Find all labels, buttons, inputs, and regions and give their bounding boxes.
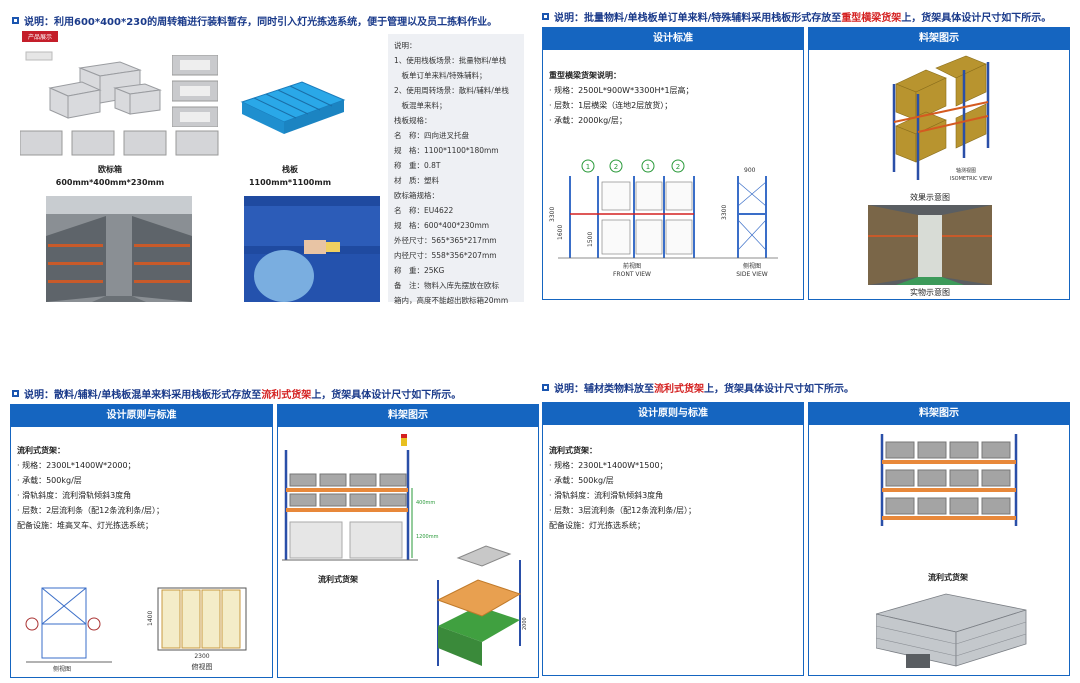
spec-line: · 层数：3层流利条（配12条流利条/层）； xyxy=(549,506,697,515)
dim-label: 1200mm xyxy=(416,534,439,540)
iso-label: 轴测视图 xyxy=(956,167,976,174)
q4-title: 说明：辅材类物料放至流利式货架上，货架具体设计尺寸如下所示。 xyxy=(542,380,854,395)
dim-label: 400mm xyxy=(416,500,435,506)
q1-title: 说明：利用600*400*230的周转箱进行装料暂存，同时引入灯光拣选系统，便于… xyxy=(12,13,497,28)
dim-label: 3300 xyxy=(721,205,728,220)
side-view-label: 侧视图 xyxy=(53,665,71,673)
spec-line: 箱内，高度不能超出欧标箱20mm xyxy=(394,296,509,305)
spec-line: 称 重：0.8T xyxy=(394,161,441,170)
real-caption: 实物示意图 xyxy=(910,288,950,297)
dim-label: 1400 xyxy=(147,611,154,626)
side-view-label: 侧视图 xyxy=(743,262,761,270)
spec-line: · 滑轨斜度：流利滑轨倾斜3度角 xyxy=(549,491,664,500)
spec-equip: 配备设施：堆高叉车、灯光拣选系统； xyxy=(17,521,153,530)
spec-line: 说明： xyxy=(394,41,417,50)
spec-title: 流利式货架： xyxy=(549,446,597,455)
q3-left-header: 设计原则与标准 xyxy=(11,405,272,427)
dim-label: 1600 xyxy=(557,225,564,240)
q2-title: 说明：批量物料/单栈板单订单来料/特殊辅料采用栈板形式存放至重型横梁货架上，货架… xyxy=(542,9,1051,24)
flow-rack-3-tier: 流利式货架 xyxy=(876,434,1027,668)
spec-line: 板混单来料； xyxy=(394,101,447,110)
flow-rack-drawings: 侧视图 1400 2300 俯视图 xyxy=(25,587,247,673)
q4-right-header: 料架图示 xyxy=(809,403,1069,425)
q3-right-header: 料架图示 xyxy=(278,405,538,427)
column-mark: 2 xyxy=(614,163,618,171)
spec-title: 重型横梁货架说明： xyxy=(549,71,621,80)
spec-line: 栈板规格： xyxy=(394,116,432,125)
spec-line: · 规格：2300L*1400W*2000； xyxy=(17,461,136,470)
spec-line: · 规格：2500L*900W*3300H*1层高； xyxy=(549,86,694,95)
heavy-rack-photo xyxy=(868,205,992,285)
box-size: 600mm*400mm*230mm xyxy=(55,178,165,187)
spec-line: 名 称：EU4622 xyxy=(394,206,454,215)
spec-line: 材 质：塑料 xyxy=(394,176,439,185)
spec-line: 外径尺寸：565*365*217mm xyxy=(394,236,497,245)
spec-line: 规 格：1100*1100*180mm xyxy=(394,146,499,155)
front-view-label: 前视图 xyxy=(623,262,641,270)
warehouse-photo xyxy=(46,196,192,302)
pallet-box-spec: 说明： 1、使用栈板场景：批量物料/单栈 板单订单来料/特殊辅料； 2、使用周转… xyxy=(388,34,524,305)
bullet-icon xyxy=(12,390,19,397)
column-mark: 2 xyxy=(676,163,680,171)
spec-line: · 承载：500kg/层 xyxy=(17,476,82,485)
bullet-icon xyxy=(542,13,549,20)
box-caption: 欧标箱 xyxy=(98,165,122,174)
q4-standard-card: 设计原则与标准 流利式货架： · 规格：2300L*1400W*1500； · … xyxy=(542,402,804,676)
spec-title: 流利式货架： xyxy=(17,446,65,455)
bullet-icon xyxy=(12,17,19,24)
heavy-rack-isometric: 轴测视图 ISOMETRIC VIEW xyxy=(892,55,992,182)
spec-line: 2、使用周转场景：散料/辅料/单栈 xyxy=(394,86,509,95)
q2-left-header: 设计标准 xyxy=(543,28,803,50)
flow-rack-caption: 流利式货架 xyxy=(318,574,358,584)
spec-line: 内径尺寸：558*356*207mm xyxy=(394,251,497,260)
spec-line: · 滑轨斜度：流利滑轨倾斜3度角 xyxy=(17,491,132,500)
spec-line: 备 注：物料入库先摆放在欧标 xyxy=(394,281,499,290)
box-detail-images xyxy=(172,55,218,127)
spec-line: · 层数：2层流利条（配12条流利条/层）； xyxy=(17,506,165,515)
q4-left-header: 设计原则与标准 xyxy=(543,403,803,425)
column-mark: 1 xyxy=(646,163,650,171)
spec-line: 名 称：四向进叉托盘 xyxy=(394,131,469,140)
box-thumbnails xyxy=(20,130,219,156)
spec-line: · 承载：500kg/层 xyxy=(549,476,614,485)
dim-label: 2000 xyxy=(522,617,528,630)
q2-spec: 重型横梁货架说明： · 规格：2500L*900W*3300H*1层高； · 层… xyxy=(543,50,803,128)
pallet-size: 1100mm*1100mm xyxy=(248,178,332,187)
flow-rack-caption: 流利式货架 xyxy=(928,572,968,582)
dim-label: 900 xyxy=(744,167,756,174)
product-tag: 产品展示 xyxy=(22,31,59,42)
dim-label: 3300 xyxy=(549,207,556,222)
bullet-icon xyxy=(542,384,549,391)
q3-spec: 流利式货架： · 规格：2300L*1400W*2000； · 承载：500kg… xyxy=(11,427,272,533)
spec-line: · 层数：1层横梁（连地2层放货）； xyxy=(549,101,673,110)
pallet-caption: 栈板 xyxy=(282,165,298,174)
dim-label: 1500 xyxy=(587,232,594,247)
q2-right-header: 料架图示 xyxy=(809,28,1069,50)
heavy-rack-drawing: 1 2 1 2 3300 1600 1500 900 3300 前视图 FRON… xyxy=(549,159,778,278)
picking-photo xyxy=(244,196,380,302)
flow-rack-figure: 400mm 1200mm 流利式货架 2000 xyxy=(282,434,528,666)
front-view-en: FRONT VIEW xyxy=(613,271,651,278)
iso-label-en: ISOMETRIC VIEW xyxy=(950,176,992,182)
spec-line: 称 重：25KG xyxy=(394,266,445,275)
spec-line: 欧标箱规格： xyxy=(394,191,439,200)
spec-equip: 配备设施：灯光拣选系统； xyxy=(549,521,645,530)
spec-line: 1、使用栈板场景：批量物料/单栈 xyxy=(394,56,507,65)
dim-label: 2300 xyxy=(194,653,209,660)
side-view-en: SIDE VIEW xyxy=(736,271,768,278)
turnover-box-image xyxy=(20,48,170,126)
column-mark: 1 xyxy=(586,163,590,171)
spec-line: 规 格：600*400*230mm xyxy=(394,221,490,230)
effect-caption: 效果示意图 xyxy=(910,193,950,202)
q3-title: 说明：散料/辅料/单栈板混单来料采用栈板形式存放至流利式货架上，货架具体设计尺寸… xyxy=(12,386,461,401)
spec-line: · 承载：2000kg/层； xyxy=(549,116,627,125)
q4-spec: 流利式货架： · 规格：2300L*1400W*1500； · 承载：500kg… xyxy=(543,425,803,533)
pallet-image xyxy=(240,81,346,134)
spec-line: 板单订单来料/特殊辅料； xyxy=(394,71,487,80)
spec-line: · 规格：2300L*1400W*1500； xyxy=(549,461,668,470)
top-view-label: 俯视图 xyxy=(192,662,213,671)
